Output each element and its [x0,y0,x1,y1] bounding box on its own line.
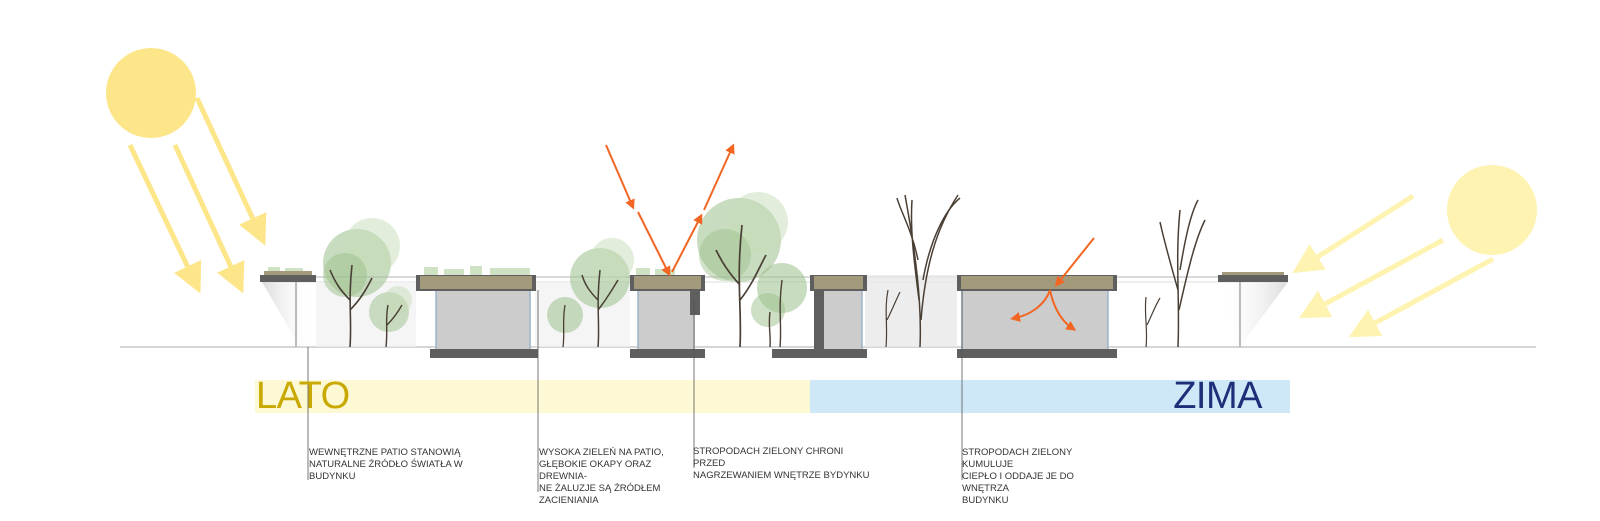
trees [323,192,807,348]
tree-1 [323,218,400,348]
annotation-green-roof-summer: STROPODACH ZIELONY CHRONI PRZED NAGRZEWA… [693,446,870,481]
summer-label: LATO [256,375,350,417]
building-3 [772,275,867,358]
leader-lines [307,290,963,492]
building-4 [957,275,1117,358]
annotation-patio-light: WEWNĘTRZNE PATIO STANOWIĄ NATURALNE ŹRÓD… [309,447,463,482]
summer-roof-reflection [605,143,735,277]
right-canopy [1218,272,1288,347]
tree-6 [751,263,807,348]
winter-heat-flow [1010,237,1095,331]
patio-glass-3 [865,275,957,347]
bare-tree-2 [885,289,901,348]
building-1 [416,266,538,358]
winter-label: ZIMA [1173,375,1262,417]
bare-tree-1 [896,194,961,348]
summer-band [255,380,810,413]
bare-trees [885,194,1206,348]
annotation-shading: WYSOKA ZIELEŃ NA PATIO, GŁĘBOKIE OKAPY O… [539,447,664,506]
summer-sun-icon [106,48,267,294]
bare-tree-4 [1144,296,1161,348]
annotation-green-roof-winter: STROPODACH ZIELONY KUMULUJE CIEPŁO I ODD… [962,447,1074,506]
tree-2 [369,286,412,348]
winter-sun-icon [1292,165,1537,338]
winter-band [810,380,1290,413]
bare-tree-3 [1159,199,1206,348]
tree-4 [547,297,583,348]
tree-5 [697,192,788,348]
left-canopy [260,267,316,347]
building-2 [630,268,705,358]
tree-3 [570,238,634,348]
